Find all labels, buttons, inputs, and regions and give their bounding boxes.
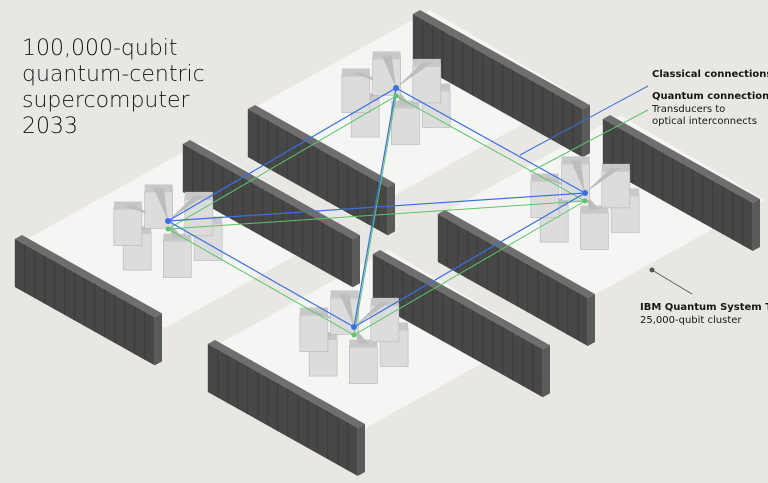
server-racks [14, 10, 760, 476]
classical-node [351, 324, 357, 330]
title-year: 2033 [22, 114, 78, 139]
connections [165, 85, 693, 338]
quantum-node [393, 93, 399, 99]
rack-top [207, 340, 365, 428]
quantum-systems [113, 51, 640, 384]
system-two-label: IBM Quantum System Two 25,000-qubit clus… [640, 302, 768, 327]
rack-top [247, 105, 395, 188]
cryostat-unit [580, 211, 609, 250]
hub-arm [354, 327, 369, 344]
rack-front [602, 119, 753, 251]
hub-arm [381, 55, 396, 88]
system-two-name: IBM Quantum System Two [640, 302, 768, 313]
quantum-connections-label: Quantum connections Transducers to optic… [652, 91, 768, 129]
cryostat-unit [341, 74, 371, 113]
cryostat-unit [530, 179, 560, 218]
quantum-connection [395, 95, 586, 202]
classical-node [393, 85, 399, 91]
classical-leader-line [519, 85, 649, 156]
quantum-connection [167, 200, 586, 230]
page-title: 100,000-qubit quantum-centric supercompu… [22, 36, 205, 140]
rack-front [437, 214, 588, 346]
title-line-3: supercomputer [22, 88, 190, 113]
rack-top [182, 140, 360, 240]
classical-connection [353, 192, 586, 328]
quantum-node [351, 332, 357, 338]
quantum-connection [167, 95, 397, 230]
quantum-desc-1: Transducers to [652, 103, 726, 115]
quantum-label-text: Quantum connections [652, 91, 768, 102]
title-line-1: 100,000-qubit [22, 36, 178, 61]
quantum-connection [167, 228, 355, 336]
hub-arm [396, 88, 411, 105]
rack-top [372, 250, 550, 350]
rack-front [412, 14, 583, 158]
quantum-node [582, 198, 588, 204]
rack-top [602, 115, 760, 203]
classical-node [582, 190, 588, 196]
hub-arm [339, 294, 354, 327]
system-leader-dot [649, 267, 655, 273]
classical-connection [167, 87, 397, 222]
rack-end [542, 345, 550, 398]
hub-arm [153, 188, 168, 221]
rack-top [14, 235, 162, 318]
cryostat-unit [391, 106, 420, 145]
rack-end [582, 105, 590, 158]
rack-top [437, 210, 595, 298]
rack-end [387, 183, 395, 236]
classical-connection [167, 220, 355, 328]
rack-top [412, 10, 590, 110]
rack-end [352, 235, 360, 288]
hub-arm [585, 167, 621, 193]
quantum-desc-2: optical interconnects [652, 116, 757, 127]
hub-arm [570, 160, 585, 193]
cryostat-unit [299, 313, 329, 352]
rack-end [357, 424, 365, 476]
cryostat-unit [113, 207, 143, 246]
cryostat-unit [163, 239, 192, 278]
hub-arm [168, 221, 183, 238]
rack-end [587, 294, 595, 346]
hub-arm [168, 195, 204, 221]
quantum-connection [353, 200, 586, 336]
rack-front [207, 344, 358, 476]
rack-front [182, 144, 353, 288]
quantum-connection [353, 95, 397, 336]
rack-end [752, 199, 760, 251]
quantum-node [165, 226, 171, 232]
rack-front [372, 254, 543, 398]
hub-arm [396, 62, 432, 88]
classical-label-text: Classical connections [652, 69, 768, 80]
classical-connection [353, 87, 397, 328]
system-leader-line [651, 269, 693, 295]
system-two-desc: 25,000-qubit cluster [640, 314, 742, 326]
classical-node [165, 218, 171, 224]
classical-connection [395, 87, 586, 194]
cryostat-unit [349, 345, 378, 384]
hub-arm [354, 301, 390, 327]
rack-end [154, 313, 162, 366]
quantum-leader-line [529, 109, 649, 173]
title-line-2: quantum-centric [22, 62, 205, 87]
classical-connections-label: Classical connections [652, 69, 768, 82]
unit-top [341, 68, 370, 77]
